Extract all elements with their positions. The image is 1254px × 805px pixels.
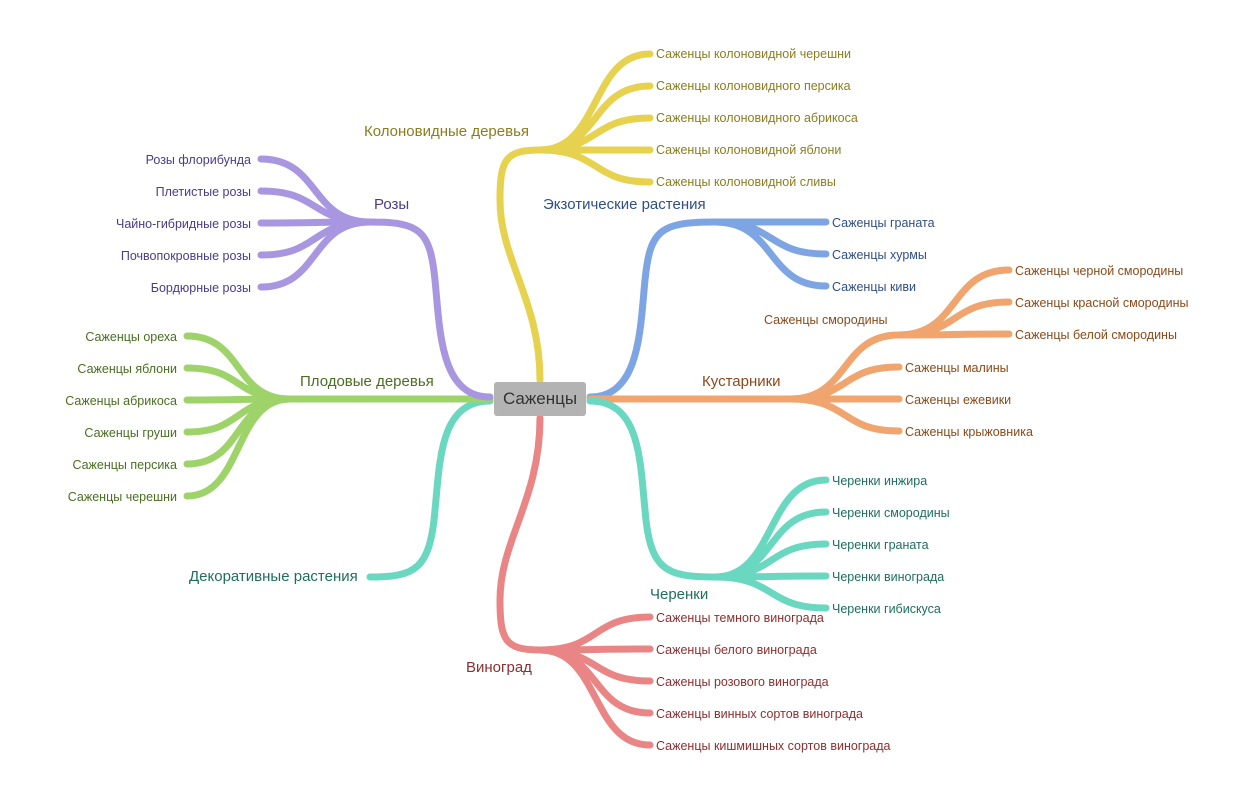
currant-connector-2 — [895, 330, 1013, 339]
grape-trunk — [496, 414, 544, 654]
leaf-walnut[interactable]: Саженцы ореха — [85, 330, 177, 344]
branch-decorative-plants[interactable]: Декоративные растения — [189, 568, 358, 585]
root-label: Саженцы — [502, 389, 578, 408]
leaf-columnar-cherry[interactable]: Саженцы колоновидной черешни — [656, 47, 851, 61]
grape-connector-0 — [536, 613, 654, 654]
leaf-pear[interactable]: Саженцы груши — [84, 426, 177, 440]
leaf-cutting-hibiscus[interactable]: Черенки гибискуса — [832, 602, 941, 616]
leaf-raspberry[interactable]: Саженцы малины — [905, 361, 1009, 375]
decorative-trunk — [366, 397, 494, 581]
leaf-columnar-apricot[interactable]: Саженцы колоновидного абрикоса — [656, 111, 858, 125]
branch-cuttings[interactable]: Черенки — [650, 586, 709, 603]
leaf-gooseberry[interactable]: Саженцы крыжовника — [905, 425, 1033, 439]
roses-connector-4 — [257, 218, 374, 291]
leaf-kiwi[interactable]: Саженцы киви — [832, 280, 917, 294]
branch-exotic-plants[interactable]: Экзотические растения — [543, 196, 706, 213]
leaf-hybrid-tea-roses[interactable]: Чайно-гибридные розы — [115, 217, 251, 231]
leaf-white-currant[interactable]: Саженцы белой смородины — [1015, 328, 1177, 342]
exotic-connector-2 — [711, 218, 830, 290]
leaf-floribunda-roses[interactable]: Розы флорибунда — [145, 153, 251, 167]
columnar-trunk — [496, 146, 544, 384]
leaf-groundcover-roses[interactable]: Почвопокровные розы — [120, 249, 251, 263]
leaf-cherry[interactable]: Саженцы черешни — [67, 490, 177, 504]
leaf-columnar-apple[interactable]: Саженцы колоновидной яблони — [656, 143, 842, 157]
cuttings-connector-4 — [711, 573, 830, 612]
leaf-pomegranate[interactable]: Саженцы граната — [832, 216, 935, 230]
columnar-connector-4 — [536, 146, 654, 186]
leaf-white-grape[interactable]: Саженцы белого винограда — [656, 643, 817, 657]
leaf-apricot[interactable]: Саженцы абрикоса — [65, 394, 177, 408]
leaf-cutting-pomegranate[interactable]: Черенки граната — [832, 538, 929, 552]
leaf-border-roses[interactable]: Бордюрные розы — [150, 281, 251, 295]
branch-grape[interactable]: Виноград — [466, 659, 532, 676]
leaf-climbing-roses[interactable]: Плетистые розы — [155, 185, 251, 199]
leaf-pink-grape[interactable]: Саженцы розового винограда — [656, 675, 829, 689]
branch-shrubs[interactable]: Кустарники — [702, 373, 781, 390]
leaf-apple[interactable]: Саженцы яблони — [77, 362, 177, 376]
branch-columnar-trees[interactable]: Колоновидные деревья — [364, 123, 529, 140]
leaf-cutting-grape[interactable]: Черенки винограда — [832, 570, 945, 584]
branch-roses[interactable]: Розы — [374, 196, 410, 213]
exotic-trunk — [586, 218, 719, 401]
leaf-seedless-grape[interactable]: Саженцы кишмишных сортов винограда — [656, 739, 891, 753]
subbranch-currant[interactable]: Саженцы смородины — [764, 313, 888, 327]
leaf-persimmon[interactable]: Саженцы хурмы — [832, 248, 927, 262]
leaf-cutting-currant[interactable]: Черенки смородины — [832, 506, 950, 520]
grape-connector-4 — [536, 646, 654, 749]
leaf-red-currant[interactable]: Саженцы красной смородины — [1015, 296, 1189, 310]
roses-trunk — [366, 218, 494, 401]
shrubs-connector-3 — [786, 395, 903, 435]
root-node[interactable]: Саженцы — [494, 382, 586, 416]
leaf-black-currant[interactable]: Саженцы черной смородины — [1015, 264, 1184, 278]
branch-fruit-trees[interactable]: Плодовые деревья — [300, 373, 434, 390]
fruit-connector-5 — [183, 395, 294, 500]
leaf-cutting-fig[interactable]: Черенки инжира — [832, 474, 928, 488]
leaf-columnar-plum[interactable]: Саженцы колоновидной сливы — [656, 175, 836, 189]
leaf-wine-grape[interactable]: Саженцы винных сортов винограда — [656, 707, 863, 721]
leaf-columnar-peach[interactable]: Саженцы колоновидного персика — [656, 79, 851, 93]
leaf-peach[interactable]: Саженцы персика — [72, 458, 177, 472]
leaf-dark-grape[interactable]: Саженцы темного винограда — [656, 611, 824, 625]
leaf-blackberry[interactable]: Саженцы ежевики — [905, 393, 1012, 407]
cuttings-trunk — [586, 397, 719, 581]
